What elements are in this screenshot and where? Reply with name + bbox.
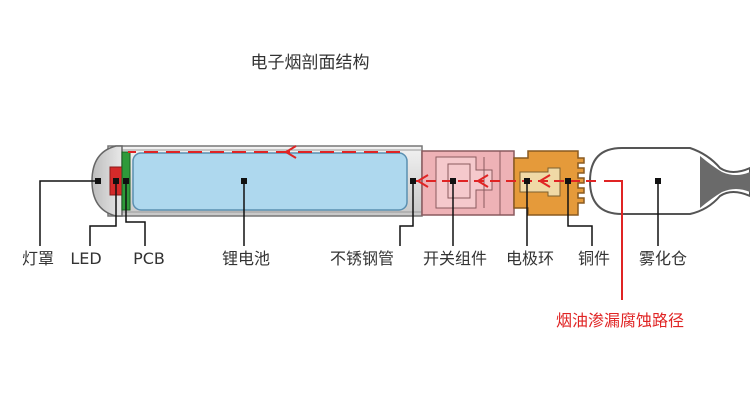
label-led: LED [70,249,101,268]
label-leak-path: 烟油渗漏腐蚀路径 [556,311,684,330]
label-switch: 开关组件 [423,249,487,268]
label-atomizer: 雾化仓 [639,249,687,268]
label-lamp-cover: 灯罩 [22,249,54,268]
label-battery: 锂电池 [222,249,270,268]
label-electrode-ring: 电极环 [506,249,554,268]
leak-path-line [128,145,623,300]
label-steel-tube: 不锈钢管 [330,249,394,268]
diagram-title: 电子烟剖面结构 [251,53,370,73]
leader-lines [39,180,659,246]
lithium-battery [132,152,408,211]
label-copper: 铜件 [578,249,610,268]
label-pcb: PCB [133,249,165,268]
